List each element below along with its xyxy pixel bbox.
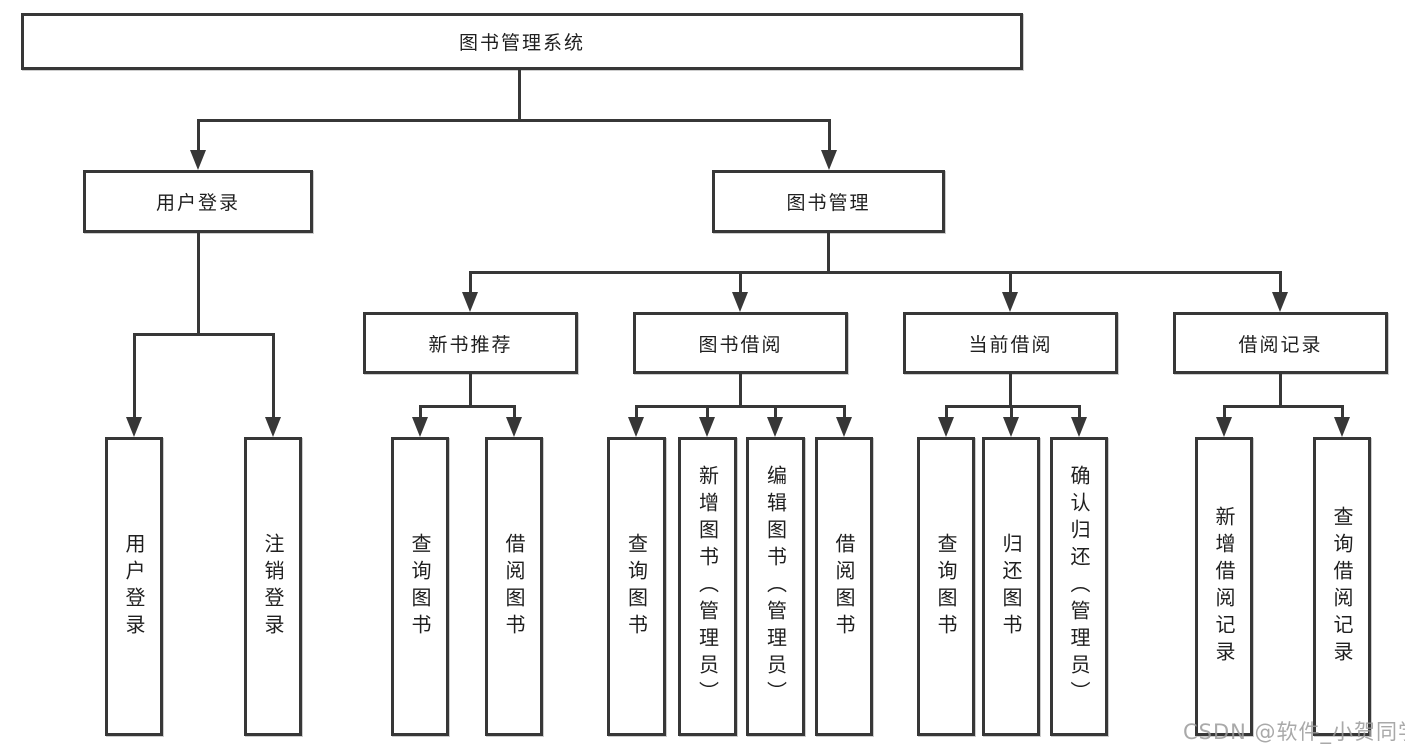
watermark: CSDN @软件_小贺同学	[1183, 720, 1405, 744]
leaf-label: 查询图书	[934, 532, 958, 641]
connector-line	[272, 333, 275, 421]
arrow-down-icon	[1003, 417, 1019, 437]
arrow-down-icon	[462, 292, 478, 312]
connector-line	[636, 405, 845, 408]
leaf-confirm-return-admin: 确认归还（管理员）	[1050, 437, 1108, 736]
arrow-down-icon	[190, 150, 206, 170]
leaf-logout: 注销登录	[244, 437, 302, 736]
node-label: 图书管理系统	[458, 32, 585, 54]
connector-line	[469, 271, 472, 296]
leaf-query-books-borrow: 查询图书	[607, 437, 666, 736]
node-label: 图书管理	[786, 192, 871, 214]
leaf-query-books-recommend: 查询图书	[391, 437, 449, 736]
leaf-label: 归还图书	[999, 532, 1023, 641]
node-label: 借阅记录	[1238, 333, 1323, 356]
connector-line	[945, 405, 948, 421]
node-book-management: 图书管理	[712, 170, 945, 233]
leaf-label: 查询借阅记录	[1330, 505, 1354, 668]
connector-line	[469, 271, 1282, 274]
leaf-add-books-admin: 新增图书（管理员）	[678, 437, 737, 736]
node-current-borrowing: 当前借阅	[903, 312, 1118, 374]
connector-line	[945, 405, 1081, 408]
connector-line	[419, 405, 515, 408]
connector-line	[1009, 374, 1012, 408]
leaf-label: 确认归还（管理员）	[1067, 465, 1091, 708]
node-library-system: 图书管理系统	[21, 13, 1023, 70]
leaf-label: 用户登录	[122, 532, 146, 641]
leaf-query-books-current: 查询图书	[917, 437, 975, 736]
arrow-down-icon	[732, 292, 748, 312]
node-label: 新书推荐	[428, 333, 513, 356]
connector-line	[1078, 405, 1081, 421]
connector-line	[774, 405, 777, 421]
node-user-login: 用户登录	[83, 170, 313, 233]
connector-line	[1009, 271, 1012, 296]
node-borrowing-records: 借阅记录	[1173, 312, 1388, 374]
connector-line	[1010, 405, 1013, 421]
arrow-down-icon	[938, 417, 954, 437]
leaf-label: 查询图书	[408, 532, 432, 641]
leaf-edit-books-admin: 编辑图书（管理员）	[746, 437, 805, 736]
connector-line	[1223, 405, 1344, 408]
connector-line	[828, 119, 831, 155]
leaf-label: 借阅图书	[832, 532, 856, 641]
node-label: 当前借阅	[968, 333, 1053, 356]
leaf-borrow-books-recommend: 借阅图书	[485, 437, 543, 736]
connector-line	[518, 70, 521, 122]
arrow-down-icon	[699, 417, 715, 437]
connector-line	[197, 233, 200, 336]
arrow-down-icon	[506, 417, 522, 437]
arrow-down-icon	[126, 417, 142, 437]
leaf-label: 借阅图书	[502, 532, 526, 641]
leaf-label: 新增图书（管理员）	[695, 465, 720, 708]
connector-line	[635, 405, 638, 421]
arrow-down-icon	[1216, 417, 1232, 437]
leaf-label: 查询图书	[624, 532, 649, 641]
arrow-down-icon	[836, 417, 852, 437]
connector-line	[197, 119, 831, 122]
arrow-down-icon	[265, 417, 281, 437]
leaf-borrow-books: 借阅图书	[815, 437, 873, 736]
node-new-book-recommendation: 新书推荐	[363, 312, 578, 374]
arrow-down-icon	[1272, 292, 1288, 312]
leaf-label: 新增借阅记录	[1212, 505, 1236, 668]
arrow-down-icon	[628, 417, 644, 437]
connector-line	[133, 333, 136, 421]
connector-line	[419, 405, 422, 421]
connector-line	[1223, 405, 1226, 421]
arrow-down-icon	[1334, 417, 1350, 437]
leaf-label: 注销登录	[261, 532, 285, 641]
arrow-down-icon	[1071, 417, 1087, 437]
node-label: 用户登录	[155, 192, 240, 214]
connector-line	[469, 374, 472, 408]
connector-line	[1279, 271, 1282, 296]
leaf-label: 编辑图书（管理员）	[763, 465, 788, 708]
node-book-borrowing: 图书借阅	[633, 312, 848, 374]
arrow-down-icon	[767, 417, 783, 437]
leaf-user-login: 用户登录	[105, 437, 163, 736]
connector-line	[1341, 405, 1344, 421]
connector-line	[827, 233, 830, 274]
node-label: 图书借阅	[698, 333, 783, 356]
arrow-down-icon	[412, 417, 428, 437]
connector-line	[1279, 374, 1282, 408]
connector-line	[133, 333, 275, 336]
connector-line	[843, 405, 846, 421]
leaf-return-books: 归还图书	[982, 437, 1040, 736]
connector-line	[513, 405, 516, 421]
connector-line	[739, 374, 742, 408]
connector-line	[706, 405, 709, 421]
arrow-down-icon	[821, 150, 837, 170]
leaf-query-borrow-record: 查询借阅记录	[1313, 437, 1371, 736]
connector-line	[739, 271, 742, 296]
arrow-down-icon	[1002, 292, 1018, 312]
leaf-add-borrow-record: 新增借阅记录	[1195, 437, 1253, 736]
connector-line	[197, 119, 200, 155]
